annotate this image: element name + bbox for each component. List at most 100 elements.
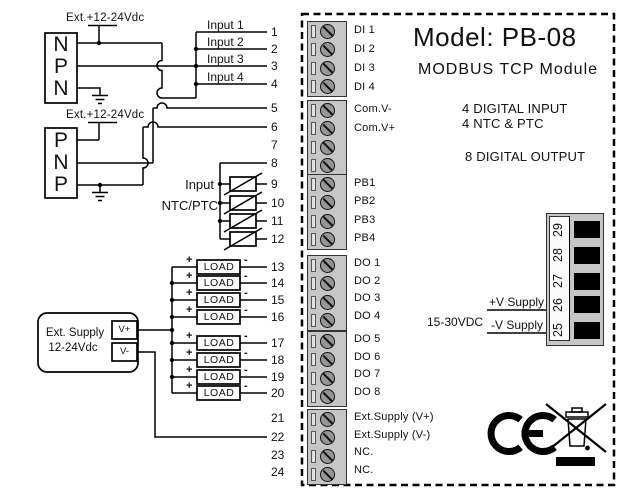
screw-terminal	[308, 410, 346, 429]
wire-slot	[311, 468, 316, 481]
screw-icon	[320, 294, 335, 310]
npn-sensor-box	[44, 32, 78, 104]
load-box	[196, 335, 241, 351]
module-subtitle: MODBUS TCP Module	[418, 61, 599, 78]
terminal-label: NC.	[354, 446, 374, 458]
screw-icon	[320, 370, 335, 386]
screw-icon	[320, 389, 335, 405]
load-label: LOAD	[203, 311, 235, 323]
screw-icon	[320, 42, 335, 58]
vminus-terminal-box	[111, 342, 138, 362]
screw-icon	[320, 313, 335, 329]
screw-icon	[320, 23, 335, 39]
terminal-label: DO 1	[354, 257, 381, 269]
load-label: LOAD	[203, 261, 235, 273]
wire-slot	[311, 177, 316, 191]
screw-terminal	[308, 429, 346, 448]
terminal-label: DI 1	[354, 24, 375, 36]
terminal-number: 6	[271, 120, 278, 134]
terminal-number: 11	[271, 214, 284, 228]
terminal-number: 17	[271, 336, 285, 350]
ce-mark-icon	[487, 412, 557, 455]
screw-icon	[320, 276, 335, 292]
screw-terminal	[308, 293, 346, 312]
polarity-minus: -	[244, 304, 248, 316]
wire-slot	[311, 61, 316, 75]
vminus-terminal-label: V-	[120, 346, 129, 357]
terminal-label: DI 2	[354, 43, 375, 55]
input-wire-label: Input 1	[207, 18, 244, 32]
wire-slot	[311, 277, 316, 290]
power-terminal-number: 29	[551, 223, 565, 237]
polarity-minus: -	[244, 364, 248, 376]
junction-dots-group	[96, 40, 223, 380]
wire-slot	[311, 412, 316, 426]
polarity-plus: +	[186, 380, 193, 392]
terminal-label: Com.V-	[354, 103, 392, 115]
load-label: LOAD	[203, 294, 235, 306]
terminal-number: 21	[271, 411, 285, 425]
terminal-number: 24	[271, 465, 285, 479]
load-label: LOAD	[203, 371, 235, 383]
power-terminal-block: 29 28 27 26 25	[546, 213, 604, 346]
load-box	[196, 352, 241, 368]
terminal-number: 23	[271, 448, 285, 462]
screw-icon	[320, 411, 335, 427]
ext-supply-box	[37, 312, 139, 373]
wire-slot	[311, 43, 316, 56]
wire-slot	[311, 258, 316, 272]
terminal-block-do5-8	[307, 331, 347, 407]
polarity-minus: -	[244, 330, 248, 342]
thermistor-icon	[229, 195, 257, 211]
npn-letter: N	[53, 77, 69, 100]
terminal-label: DO 5	[354, 333, 381, 345]
terminal-number: 12	[271, 232, 285, 246]
terminal-label: DI 3	[354, 62, 375, 74]
screw-terminal	[308, 59, 346, 78]
polarity-plus: +	[186, 330, 193, 342]
terminal-label: Ext.Supply (V-)	[354, 429, 431, 441]
load-label: LOAD	[203, 354, 235, 366]
terminal-label: PB2	[354, 195, 376, 207]
terminal-block-digital-inputs	[307, 21, 347, 97]
wire-slot	[311, 314, 316, 327]
screw-icon	[320, 352, 335, 368]
screw-icon	[320, 60, 335, 76]
screw-terminal	[308, 194, 346, 213]
terminal-number: 15	[271, 293, 285, 307]
input-wire-label: Input 4	[207, 70, 244, 84]
wire-slot	[311, 233, 316, 246]
terminal-number: 8	[271, 156, 278, 170]
terminal-label: DO 2	[354, 275, 381, 287]
load-box	[196, 259, 241, 275]
power-number-strip	[549, 216, 570, 341]
terminal-label: DI 4	[354, 81, 375, 93]
vplus-terminal-label: V+	[118, 324, 131, 335]
module-feature: 4 NTC & PTC	[462, 116, 544, 131]
wire-slot	[311, 214, 316, 228]
pnp-letter: P	[53, 173, 68, 196]
screw-terminal	[308, 138, 346, 157]
wire-slot	[311, 122, 316, 135]
load-box	[196, 369, 241, 385]
load-label: LOAD	[203, 387, 235, 399]
wire-slot	[311, 140, 316, 154]
input-wire-label: Input 3	[207, 52, 244, 66]
terminal-block-pb	[307, 174, 347, 250]
wire-slot	[311, 371, 316, 385]
screw-terminal	[308, 388, 346, 407]
terminal-number: 19	[271, 370, 285, 384]
screw-icon	[320, 257, 335, 273]
screw-terminal	[308, 120, 346, 139]
ext-power-label-2: Ext.+12-24Vdc	[66, 109, 145, 121]
terminal-label: DO 8	[354, 386, 381, 398]
terminal-label: DO 7	[354, 368, 381, 380]
screw-terminal	[308, 101, 346, 120]
terminal-label: DO 4	[354, 310, 381, 322]
screw-terminal	[308, 275, 346, 294]
screw-icon	[320, 121, 335, 137]
screw-terminal	[308, 41, 346, 60]
terminal-number: 2	[271, 42, 278, 56]
